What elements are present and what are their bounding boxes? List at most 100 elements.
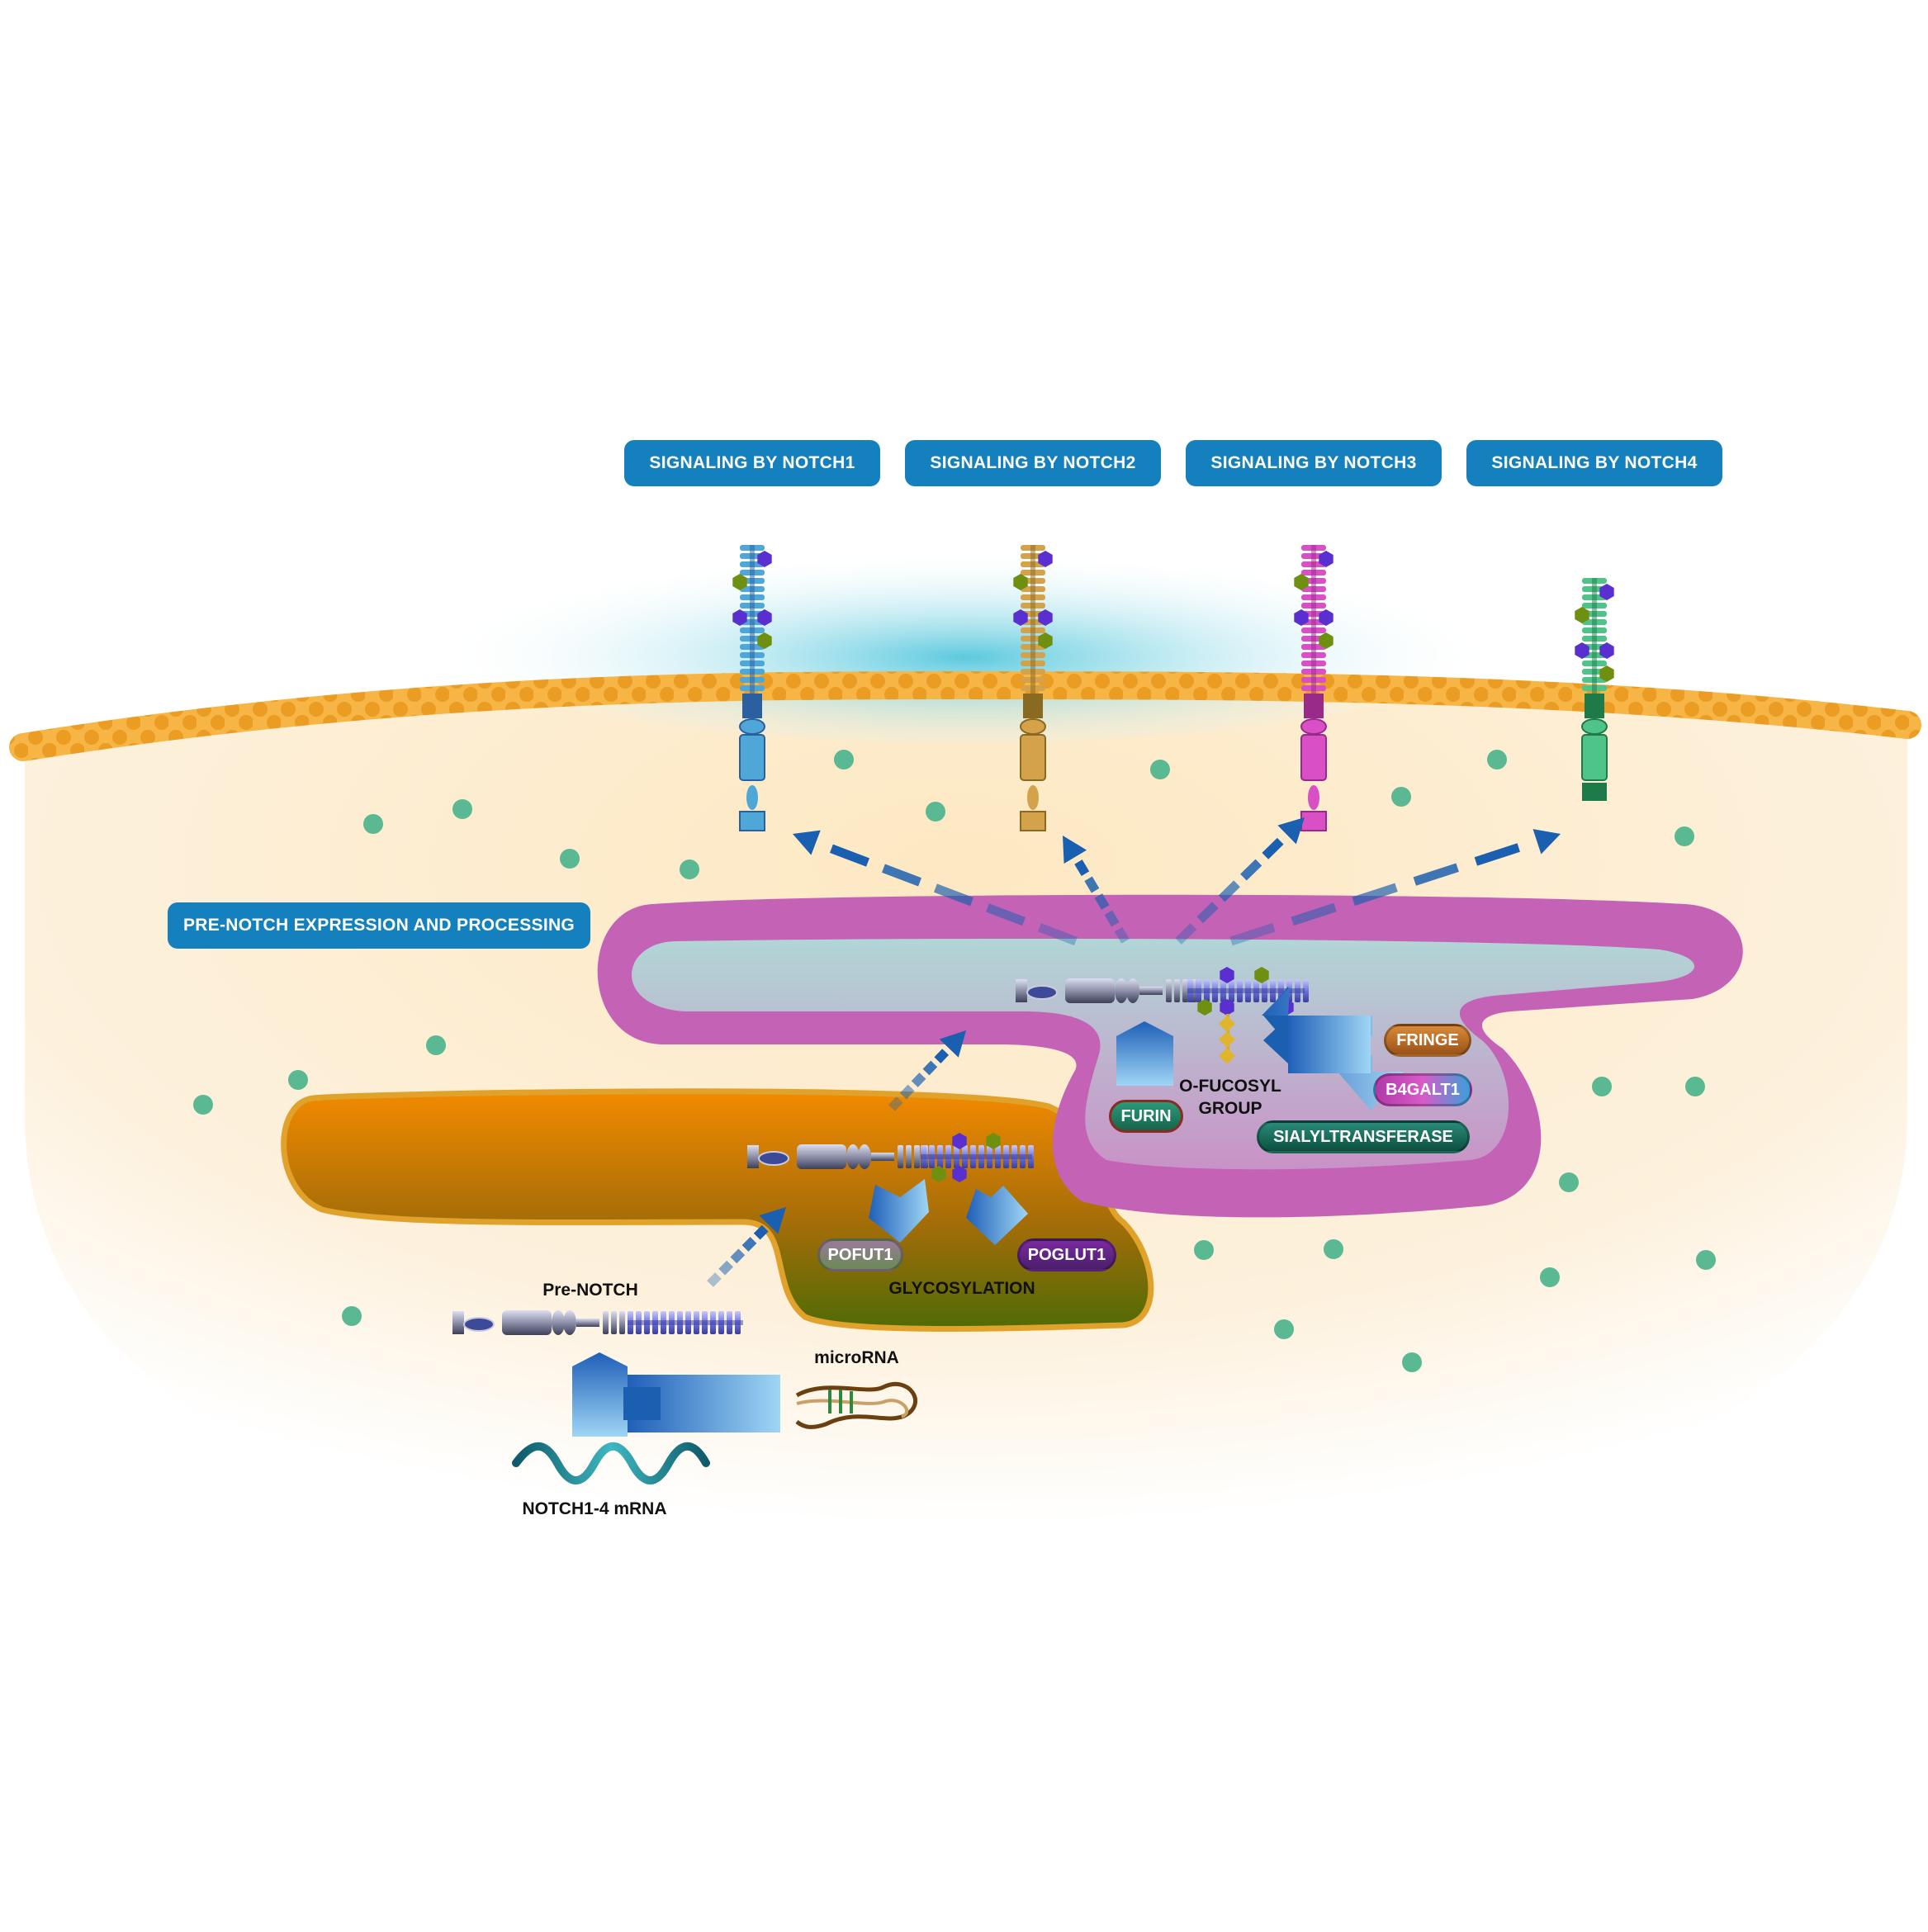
o-fucose-sugar bbox=[732, 574, 747, 590]
vesicle bbox=[452, 799, 472, 819]
o-glucose-sugar bbox=[952, 1133, 967, 1149]
microrna-label: microRNA bbox=[814, 1348, 899, 1367]
signaling-notch4-button[interactable]: SIGNALING BY NOTCH4 bbox=[1466, 440, 1722, 486]
vesicle bbox=[1675, 826, 1694, 846]
o-glucose-sugar bbox=[952, 1166, 967, 1182]
vesicle bbox=[1150, 760, 1170, 779]
transmembrane bbox=[871, 1153, 894, 1161]
vesicle bbox=[426, 1035, 446, 1055]
enzyme-block-body bbox=[1288, 1016, 1371, 1073]
notch4-receptor bbox=[1575, 578, 1614, 801]
vesicles-group bbox=[193, 750, 1716, 1372]
lnr-repeat bbox=[611, 1311, 617, 1334]
vesicle bbox=[363, 814, 383, 834]
o-fucose-sugar bbox=[1197, 999, 1212, 1016]
ram-domain bbox=[1126, 978, 1139, 1003]
arrow-head bbox=[759, 1207, 786, 1234]
ram-domain bbox=[846, 1144, 860, 1169]
furin-enzyme-shape bbox=[1116, 1021, 1173, 1086]
o-fucose-sugar bbox=[1319, 632, 1333, 649]
receptor-stem bbox=[750, 545, 755, 694]
egf-repeat bbox=[1303, 979, 1309, 1002]
egf-backbone bbox=[921, 1154, 1032, 1159]
arrow-dash bbox=[1291, 902, 1337, 926]
arrow-dash bbox=[1104, 910, 1120, 927]
arrow-dash bbox=[830, 844, 869, 867]
arrow-dash bbox=[1084, 876, 1100, 893]
arrow-dash bbox=[1094, 893, 1110, 910]
arrow-dash bbox=[1474, 843, 1520, 866]
arrow-dash bbox=[1175, 923, 1197, 945]
arrow-dash bbox=[1218, 880, 1240, 902]
vesicle bbox=[560, 849, 580, 869]
plasma-membrane bbox=[9, 671, 1921, 761]
o-fucose-sugar bbox=[1575, 607, 1589, 623]
ank-cap bbox=[1581, 718, 1608, 735]
arrow-to-notch3 bbox=[1175, 817, 1305, 945]
vesicle bbox=[193, 1095, 213, 1115]
o-fucose-sugar bbox=[931, 1166, 946, 1182]
o-glucose-sugar bbox=[1599, 642, 1614, 659]
arrow-head bbox=[793, 830, 821, 855]
pre-notch-protein bbox=[452, 1310, 743, 1335]
lnr-repeat bbox=[1166, 979, 1172, 1002]
lnr-repeat bbox=[914, 1145, 920, 1168]
arrow-dash bbox=[899, 1084, 915, 1100]
pre-notch-processing-button[interactable]: PRE-NOTCH EXPRESSION AND PROCESSING bbox=[168, 902, 590, 949]
vesicle bbox=[680, 859, 699, 879]
arrow-head bbox=[1277, 817, 1305, 845]
lnr-repeat bbox=[906, 1145, 912, 1168]
signaling-notch2-button[interactable]: SIGNALING BY NOTCH2 bbox=[905, 440, 1161, 486]
arrow-dash bbox=[985, 903, 1026, 926]
pest-domain bbox=[758, 1151, 789, 1166]
arrow-dash bbox=[718, 1260, 734, 1276]
ankyrin-domain bbox=[1065, 978, 1115, 1003]
poglut1-badge: POGLUT1 bbox=[1017, 1238, 1116, 1271]
vesicle bbox=[1685, 1077, 1705, 1096]
c-terminal-block bbox=[739, 811, 765, 831]
receptor-stem bbox=[1311, 545, 1316, 694]
o-fucose-sugar bbox=[1013, 574, 1028, 590]
c-terminal-block bbox=[1020, 811, 1046, 831]
o-fucose-sugar bbox=[986, 1133, 1001, 1149]
arrows-group bbox=[707, 817, 1561, 1287]
c-terminal-block bbox=[1300, 811, 1327, 831]
lnr-repeat bbox=[619, 1311, 625, 1334]
arrow-dash bbox=[1413, 863, 1459, 886]
transmembrane-segment bbox=[1585, 694, 1604, 718]
o-glucose-sugar bbox=[757, 609, 772, 626]
vesicle bbox=[926, 802, 945, 822]
vesicle bbox=[1324, 1239, 1343, 1259]
o-fucose-sugar bbox=[1038, 632, 1053, 649]
microrna-hairpin bbox=[795, 1381, 917, 1429]
arrow-dash bbox=[1262, 837, 1284, 859]
receptors-group bbox=[732, 545, 1614, 831]
vesicle bbox=[1592, 1077, 1612, 1096]
lnr-repeat bbox=[1174, 979, 1180, 1002]
o-glucose-sugar bbox=[1319, 551, 1333, 567]
o-glucose-sugar bbox=[1038, 551, 1053, 567]
o-glucose-sugar bbox=[1319, 609, 1333, 626]
o-glucose-sugar bbox=[1294, 609, 1309, 626]
arrow-to-notch4 bbox=[1229, 829, 1561, 946]
arrow-dash bbox=[911, 1073, 926, 1087]
signaling-notch3-button[interactable]: SIGNALING BY NOTCH3 bbox=[1186, 440, 1442, 486]
pest-domain bbox=[1308, 785, 1319, 810]
ram-domain bbox=[858, 1144, 871, 1169]
arrow-dash bbox=[1114, 926, 1130, 944]
c-terminus bbox=[452, 1311, 464, 1334]
enzyme-block bbox=[1263, 1016, 1290, 1065]
intracellular-domain bbox=[1300, 734, 1327, 781]
o-fucosyl-label-line2: GROUP bbox=[1198, 1099, 1262, 1118]
pest-domain bbox=[1026, 985, 1058, 1000]
c-terminus bbox=[747, 1145, 759, 1168]
o-fucose-sugar bbox=[757, 632, 772, 649]
fringe-badge: FRINGE bbox=[1384, 1024, 1471, 1057]
golgi-notch-protein bbox=[1016, 967, 1309, 1016]
ram-domain bbox=[1115, 978, 1128, 1003]
b4galt1-badge: B4GALT1 bbox=[1373, 1073, 1472, 1106]
pest-domain bbox=[746, 785, 758, 810]
intracellular-domain bbox=[1581, 734, 1608, 781]
signaling-notch1-button[interactable]: SIGNALING BY NOTCH1 bbox=[624, 440, 880, 486]
